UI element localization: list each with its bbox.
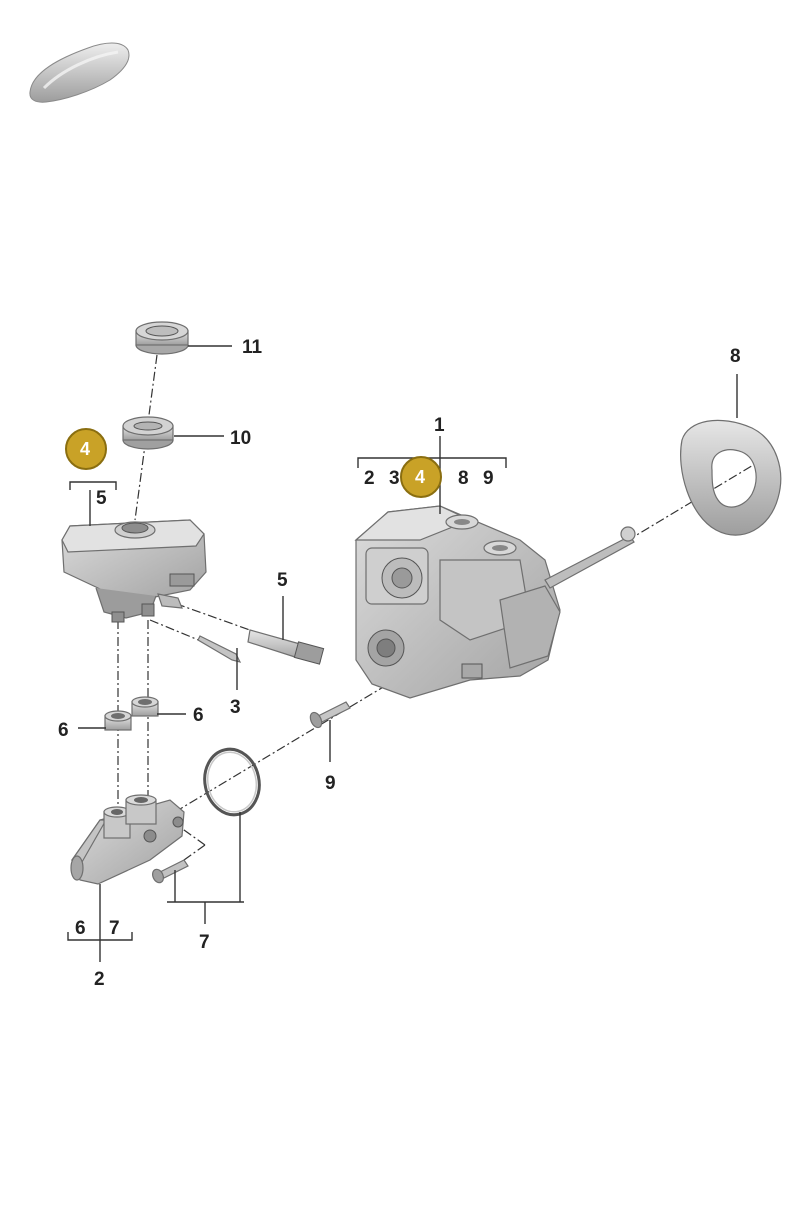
reservoir-cap-part[interactable] bbox=[135, 321, 189, 355]
reservoir-part-4-badge[interactable]: 4 bbox=[65, 428, 107, 470]
booster-badge-label: 4 bbox=[415, 467, 425, 487]
o-ring-part[interactable] bbox=[199, 744, 266, 820]
plug-connector-part[interactable] bbox=[247, 629, 325, 665]
mounting-bolt-part[interactable] bbox=[151, 859, 189, 884]
leader-lines bbox=[67, 345, 738, 962]
booster-gasket-part[interactable] bbox=[680, 419, 782, 536]
subgroup-tank-item-5: 5 bbox=[96, 488, 107, 509]
subgroup-1-item-9: 9 bbox=[483, 468, 494, 489]
callout-3: 3 bbox=[230, 697, 241, 718]
callout-10: 10 bbox=[230, 428, 251, 449]
callout-6-left: 6 bbox=[58, 720, 69, 741]
subgroup-1-item-3: 3 bbox=[389, 468, 400, 489]
booster-part-4-badge[interactable]: 4 bbox=[400, 456, 442, 498]
callout-6-right: 6 bbox=[193, 705, 204, 726]
strainer-cap-part[interactable] bbox=[122, 416, 174, 450]
callout-7-oring: 7 bbox=[199, 932, 210, 953]
grommet-part-right[interactable] bbox=[131, 696, 159, 717]
booster-bolt-part[interactable] bbox=[308, 701, 351, 729]
callout-labels: 11 10 8 1 2 3 8 9 5 5 3 6 6 9 7 6 7 2 bbox=[58, 337, 741, 990]
callout-8: 8 bbox=[730, 346, 741, 367]
reservoir-badge-label: 4 bbox=[80, 439, 90, 459]
subgroup-1-item-8: 8 bbox=[458, 468, 469, 489]
callout-9-bolt: 9 bbox=[325, 773, 336, 794]
callout-2: 2 bbox=[94, 969, 105, 990]
car-silhouette-icon[interactable] bbox=[29, 42, 130, 103]
brake-booster-unit-part[interactable] bbox=[354, 505, 636, 699]
subgroup-2-item-6: 6 bbox=[75, 918, 86, 939]
grommet-part-left[interactable] bbox=[104, 710, 132, 731]
subgroup-2-item-7: 7 bbox=[109, 918, 120, 939]
callout-5-sensor: 5 bbox=[277, 570, 288, 591]
master-cylinder-part[interactable] bbox=[70, 794, 185, 885]
brake-fluid-reservoir-part[interactable] bbox=[61, 519, 207, 623]
callout-1: 1 bbox=[434, 415, 445, 436]
subgroup-1-item-2: 2 bbox=[364, 468, 375, 489]
fluid-level-sensor-part[interactable] bbox=[197, 635, 242, 663]
callout-11: 11 bbox=[242, 337, 263, 358]
